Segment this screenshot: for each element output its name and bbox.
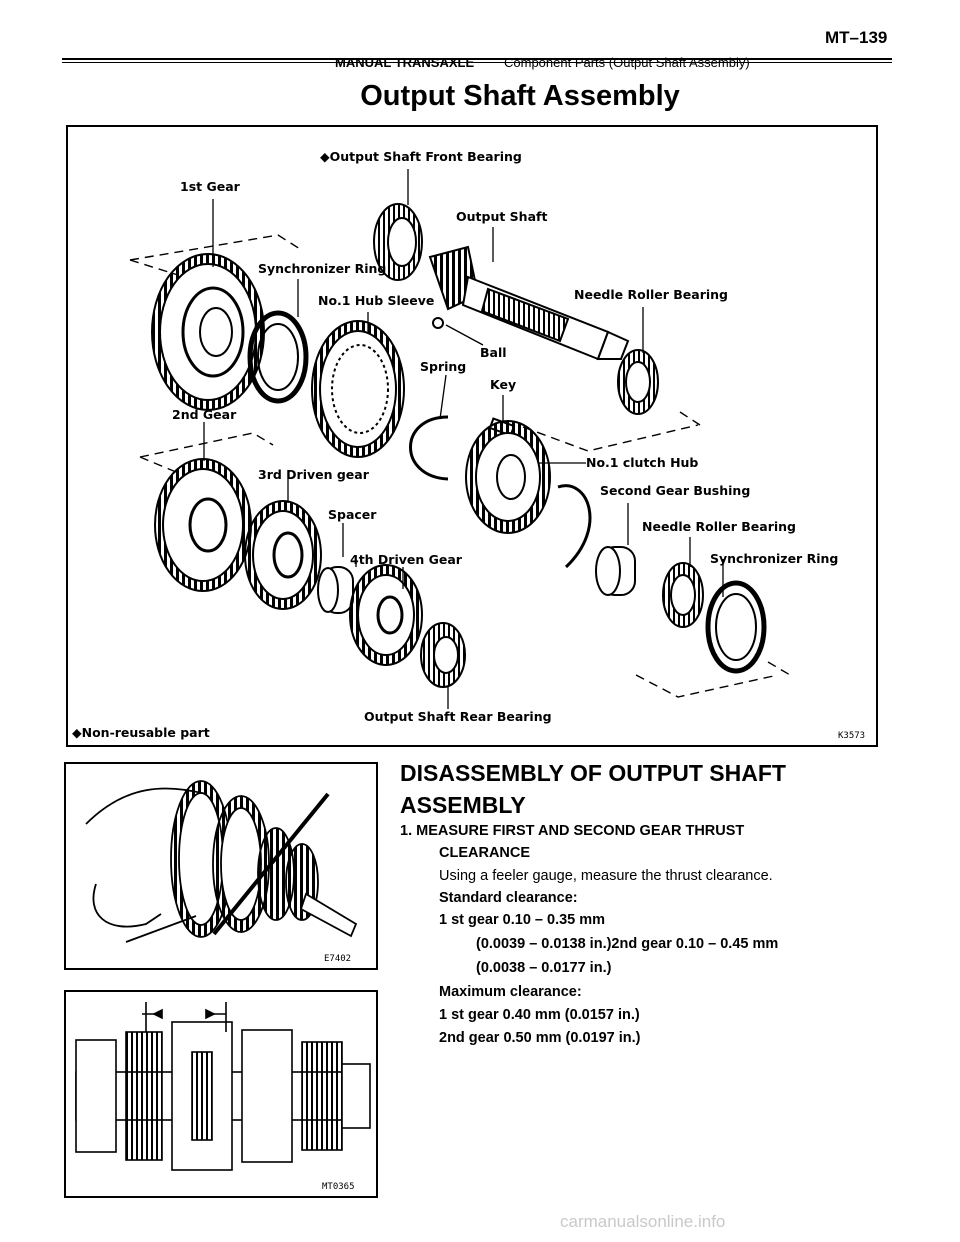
standard-2nd-gear-inches: (0.0038 – 0.0177 in.) <box>476 960 612 976</box>
standard-1st-gear-inches: (0.0039 – 0.0138 in.)2nd gear 0.10 – 0.4… <box>476 936 779 952</box>
diagram-drawing <box>129 169 791 709</box>
exploded-diagram: ◆Output Shaft Front Bearing 1st Gear Out… <box>66 125 878 747</box>
label-key: Key <box>490 377 517 392</box>
front-bearing-shape <box>373 203 423 281</box>
fourth-driven-gear-shape <box>349 564 423 666</box>
label-second-gear-bushing: Second Gear Bushing <box>600 483 751 498</box>
label-first-gear: 1st Gear <box>180 179 240 194</box>
page-title: Output Shaft Assembly <box>360 80 680 112</box>
first-gear-shape <box>151 253 265 411</box>
watermark: carmanualsonline.info <box>560 1212 726 1231</box>
synchronizer-ring-2-shape <box>705 580 767 674</box>
second-gear-shape <box>154 458 252 592</box>
section-heading: DISASSEMBLY OF OUTPUT SHAFT ASSEMBLY <box>400 760 786 818</box>
hub-sleeve-shape <box>311 320 405 458</box>
step-1-title-line2: CLEARANCE <box>439 845 531 861</box>
output-shaft-shape <box>428 245 630 361</box>
label-clutch-hub: No.1 clutch Hub <box>586 455 699 470</box>
photo1-fig-code: E7402 <box>324 954 352 964</box>
page-number: MT–139 <box>825 28 888 47</box>
label-needle-bearing-1: Needle Roller Bearing <box>574 287 728 302</box>
spacer-shape <box>317 566 354 614</box>
spring-shape <box>409 415 449 481</box>
maximum-2nd-gear: 2nd gear 0.50 mm (0.0197 in.) <box>439 1030 641 1046</box>
diagram-fig-code: K3573 <box>838 731 866 741</box>
label-synchronizer-ring-1: Synchronizer Ring <box>258 261 387 276</box>
label-front-bearing: ◆Output Shaft Front Bearing <box>320 149 522 164</box>
label-spacer: Spacer <box>328 507 377 522</box>
standard-clearance-label: Standard clearance: <box>439 890 578 906</box>
needle-bearing-1-shape <box>617 349 659 415</box>
label-ball: Ball <box>480 345 507 360</box>
header-separator: – <box>483 54 490 69</box>
synchronizer-ring-1-shape <box>247 310 309 404</box>
label-output-shaft: Output Shaft <box>456 209 548 224</box>
step-1-instruction: Using a feeler gauge, measure the thrust… <box>439 868 773 884</box>
label-second-gear: 2nd Gear <box>172 407 237 422</box>
label-synchronizer-ring-2: Synchronizer Ring <box>710 551 839 566</box>
bushing-shape <box>595 546 636 596</box>
header-rule <box>62 58 892 60</box>
photo2-fig-code: MT0365 <box>322 1182 355 1192</box>
feeler-gauge-drawing <box>85 780 358 943</box>
snap-ring-shape <box>557 484 592 569</box>
label-fourth-driven-gear: 4th Driven Gear <box>350 552 462 567</box>
maximum-clearance-label: Maximum clearance: <box>439 984 582 1000</box>
label-third-driven-gear: 3rd Driven gear <box>258 467 369 482</box>
label-hub-sleeve: No.1 Hub Sleeve <box>318 293 435 308</box>
rear-bearing-shape <box>420 622 466 688</box>
header-rule-thin <box>62 62 892 63</box>
label-spring: Spring <box>420 359 467 374</box>
maximum-1st-gear: 1 st gear 0.40 mm (0.0157 in.) <box>439 1007 640 1023</box>
standard-1st-gear: 1 st gear 0.10 – 0.35 mm <box>439 912 606 928</box>
cross-section-drawing <box>75 1002 371 1171</box>
thrust-clearance-cross-section: MT0365 <box>64 990 378 1198</box>
label-needle-bearing-2: Needle Roller Bearing <box>642 519 796 534</box>
label-non-reusable: ◆Non-reusable part <box>72 725 210 740</box>
clutch-hub-shape <box>465 420 551 534</box>
needle-bearing-2-shape <box>662 562 704 628</box>
label-rear-bearing: Output Shaft Rear Bearing <box>364 709 552 724</box>
third-driven-gear-shape <box>244 500 322 610</box>
step-1-title-line1: 1. MEASURE FIRST AND SECOND GEAR THRUST <box>400 823 745 839</box>
feeler-gauge-illustration: E7402 <box>64 762 378 970</box>
